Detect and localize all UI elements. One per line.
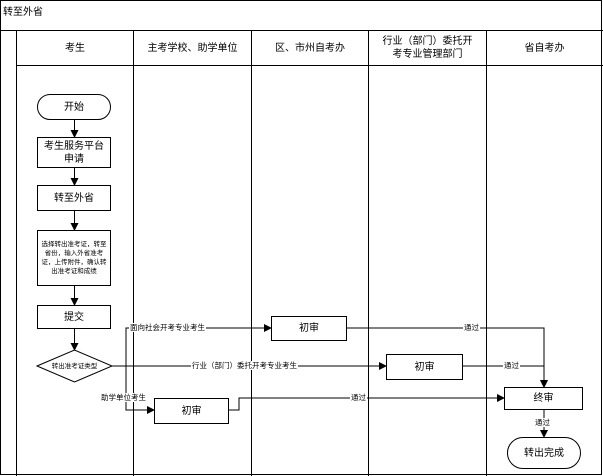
lane-header-school: 主考学校、助学单位 [147, 42, 238, 54]
industry-review-node: 初审 [386, 354, 463, 380]
select-node: 选择转出准考证，转至省份，输入外省准考证，上传附件，确认转出准考证和成绩 [37, 230, 111, 286]
edge-decision-assist [125, 366, 155, 414]
edge-decision-social [125, 324, 272, 366]
edge-label-pass-district: 通过 [463, 323, 480, 332]
edge-label-pass-industry: 通过 [503, 361, 520, 370]
school-review-node: 初审 [154, 398, 229, 424]
submit-node: 提交 [37, 305, 111, 329]
final-review-node: 终审 [504, 387, 583, 410]
done-node: 转出完成 [507, 437, 581, 469]
edge-school-pass [229, 394, 505, 411]
decision-diamond [35, 349, 114, 383]
edge-label-pass-school: 通过 [350, 393, 367, 402]
lane-header-candidate: 考生 [65, 42, 85, 54]
start-node: 开始 [37, 94, 111, 120]
edge-label-assist: 助学单位考生 [100, 393, 147, 402]
district-review-node: 初审 [271, 316, 347, 341]
edge-label-pass-final: 通过 [534, 418, 551, 427]
decision-label: 转出准考证类型 [51, 362, 98, 370]
edge-label-industry: 行业（部门）委托开考专业考生 [191, 361, 298, 370]
lane-header-province: 省自考办 [524, 42, 565, 54]
apply-node: 考生服务平台申请 [37, 137, 111, 168]
edge-label-social: 面向社会开考专业考生 [129, 323, 206, 332]
lane-header-district: 区、市州自考办 [275, 42, 345, 54]
lane-header-industry: 行业（部门）委托开考专业管理部门 [382, 36, 473, 60]
transfer-node: 转至外省 [37, 185, 111, 211]
edge-industry-pass [463, 365, 548, 388]
diagram-title: 转至外省 [3, 7, 43, 18]
